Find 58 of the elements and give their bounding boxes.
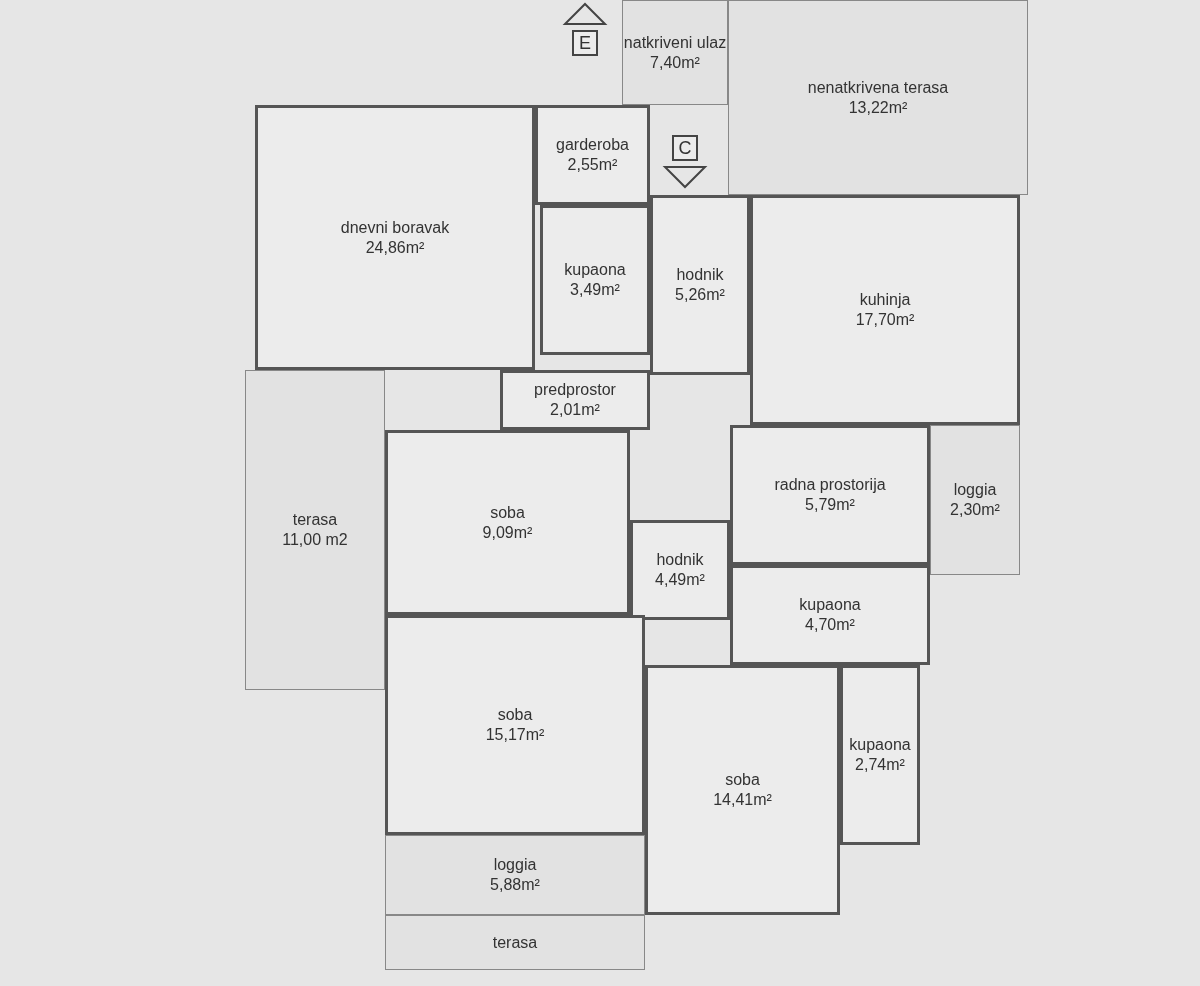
area-label: 11,00 m2	[282, 530, 348, 550]
room-name: kupaona	[564, 260, 626, 280]
area-label: 2,74m²	[855, 755, 905, 775]
room	[385, 430, 630, 615]
outdoor-area	[728, 0, 1028, 195]
room-name: soba	[725, 770, 760, 790]
room-name: natkriveni ulaz	[623, 32, 727, 53]
room	[750, 195, 1020, 425]
room	[650, 195, 750, 375]
room-name: loggia	[953, 480, 997, 500]
area-label: 2,30m²	[950, 500, 1000, 520]
room-name: hodnik	[676, 265, 724, 285]
outdoor-area	[245, 370, 385, 690]
section-label: E	[572, 30, 598, 56]
area-label: 7,40m²	[650, 52, 700, 73]
room-name: terasa	[292, 510, 338, 530]
area-label: 4,70m²	[805, 615, 855, 635]
room-name: nenatkrivena terasa	[807, 77, 949, 98]
area-label: 17,70m²	[855, 310, 915, 330]
area-label: 9,09m²	[482, 522, 533, 543]
room	[730, 425, 930, 565]
room	[730, 565, 930, 665]
area-label: 14,41m²	[713, 790, 772, 810]
area-label: 5,88m²	[490, 875, 540, 895]
room-name: garderoba	[556, 135, 629, 155]
room	[540, 205, 650, 355]
room-name: radna prostorija	[774, 475, 886, 495]
room-name: soba	[497, 705, 533, 725]
outdoor-area	[622, 0, 728, 105]
room	[630, 520, 730, 620]
area-label: 24,86m²	[365, 237, 425, 258]
room-name: soba	[490, 502, 525, 523]
room	[840, 665, 920, 845]
room	[255, 105, 535, 370]
outdoor-area	[385, 835, 645, 915]
room	[385, 615, 645, 835]
room	[500, 370, 650, 430]
room-name: predprostor	[534, 380, 616, 400]
room-name: kupaona	[799, 595, 861, 615]
area-label: 2,55m²	[567, 155, 618, 175]
room	[645, 665, 840, 915]
area-label: 13,22m²	[848, 97, 908, 118]
area-label: 5,26m²	[675, 285, 725, 305]
area-label: 3,49m²	[570, 280, 620, 300]
room-name: dnevni boravak	[340, 217, 450, 238]
area-label: 2,01m²	[550, 400, 600, 420]
room-name: loggia	[493, 855, 537, 875]
area-label: 15,17m²	[485, 725, 545, 745]
area-label: 5,79m²	[805, 495, 855, 515]
section-label: C	[672, 135, 698, 161]
outdoor-area	[930, 425, 1020, 575]
outdoor-area	[385, 915, 645, 970]
room-name: kupaona	[849, 735, 911, 755]
room-name: terasa	[492, 932, 538, 953]
room-name: hodnik	[656, 550, 704, 570]
room-name: kuhinja	[859, 290, 911, 310]
area-label: 4,49m²	[655, 570, 705, 590]
room	[535, 105, 650, 205]
